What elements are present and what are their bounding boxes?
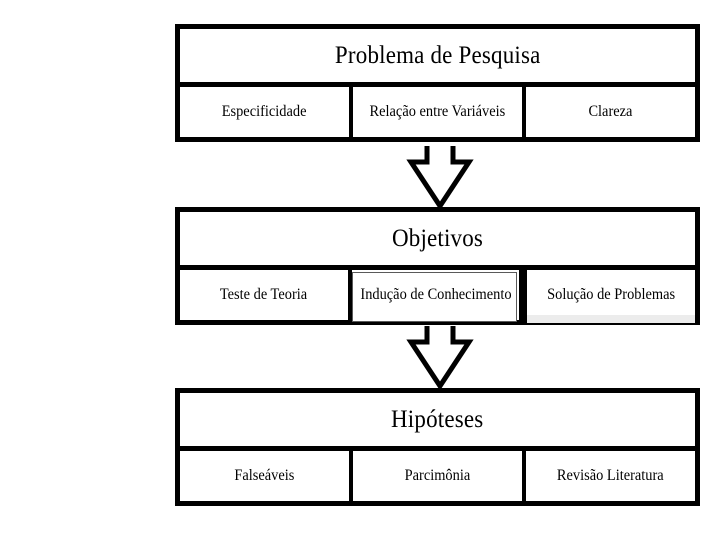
- cell-revisao-literatura[interactable]: Revisão Literatura: [522, 451, 695, 501]
- cell-label: Teste de Teoria: [220, 286, 308, 303]
- down-block-arrow-icon: [406, 146, 474, 208]
- block-title: Hipóteses: [391, 406, 484, 433]
- cell-falseaveis[interactable]: Falseáveis: [180, 451, 349, 501]
- block-cells-hipoteses: Falseáveis Parcimônia Revisão Literatura: [180, 451, 695, 501]
- block-header-objetivos: Objetivos: [180, 212, 695, 270]
- block-problema-de-pesquisa: Problema de Pesquisa Especificidade Rela…: [175, 24, 700, 142]
- cell-inducao-de-conhecimento[interactable]: Indução de Conhecimento: [347, 270, 524, 322]
- cell-label: Clareza: [588, 103, 633, 120]
- cell-label: Revisão Literatura: [557, 467, 664, 484]
- block-title: Objetivos: [391, 225, 484, 252]
- cell-label: Parcimônia: [404, 467, 471, 484]
- arrow-problema-to-objetivos: [405, 146, 475, 208]
- cell-parcimonia[interactable]: Parcimônia: [349, 451, 522, 501]
- arrow-objetivos-to-hipoteses: [405, 326, 475, 388]
- cell-label: Solução de Problemas: [547, 286, 676, 303]
- block-cells-objetivos: Teste de Teoria Indução de Conhecimento …: [180, 270, 696, 323]
- cell-especificidade[interactable]: Especificidade: [180, 87, 349, 137]
- block-header-hipoteses: Hipóteses: [180, 393, 695, 451]
- cell-teste-de-teoria[interactable]: Teste de Teoria: [180, 270, 348, 320]
- cell-label: Indução de Conhecimento: [359, 286, 512, 303]
- block-cells-problema-de-pesquisa: Especificidade Relação entre Variáveis C…: [180, 87, 695, 137]
- cell-clareza[interactable]: Clareza: [522, 87, 695, 137]
- cell-label: Relação entre Variáveis: [369, 103, 506, 120]
- block-objetivos: Objetivos Teste de Teoria Indução de Con…: [175, 207, 700, 325]
- cell-solucao-de-problemas[interactable]: Solução de Problemas: [523, 270, 696, 323]
- cell-label: Falseáveis: [234, 467, 295, 484]
- down-block-arrow-icon: [406, 326, 474, 388]
- block-header-problema-de-pesquisa: Problema de Pesquisa: [180, 29, 695, 87]
- cell-label: Especificidade: [222, 103, 307, 120]
- block-title: Problema de Pesquisa: [334, 42, 541, 69]
- cell-relacao-entre-variaveis[interactable]: Relação entre Variáveis: [349, 87, 522, 137]
- block-hipoteses: Hipóteses Falseáveis Parcimônia Revisão …: [175, 388, 700, 506]
